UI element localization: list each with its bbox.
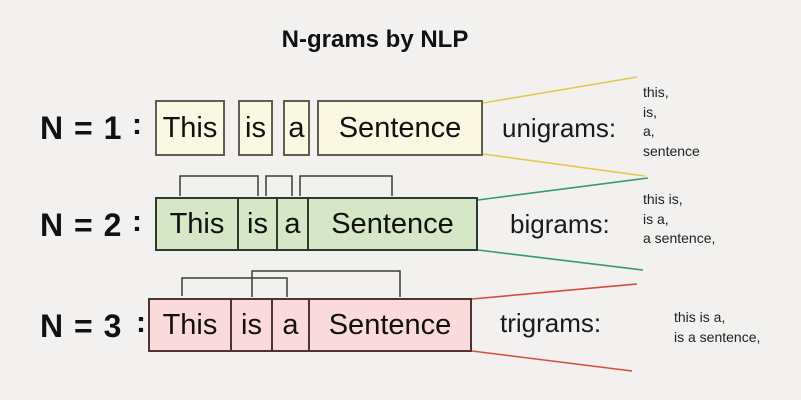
row1-word-a: a [283,100,310,156]
row1-n-label: N = 1 [40,110,123,146]
unigram-output-item: is, [643,103,657,120]
unigram-fan-top-line [482,76,638,104]
bigram-fan-top-line [477,177,649,201]
unigrams-label: unigrams: [502,113,617,143]
bigram-output-item: a sentence, [643,230,716,246]
row2-word-is: is [239,199,278,249]
unigram-output-item: this, [643,84,669,100]
row3-word-sentence: Sentence [328,308,452,341]
trigram-bracket-is-a-sentence [251,270,401,297]
trigram-output-list: this is a, is a sentence, [674,308,760,347]
row2-word-a: a [278,199,309,249]
row3-word-is: is [232,300,273,350]
bigram-output-item: is a, [643,210,669,227]
bigram-fan-bottom-line [477,249,644,271]
unigram-fan-bottom-line [482,153,646,177]
unigram-output-item: sentence [643,142,700,159]
trigram-fan-top-line [471,283,638,300]
row3-colon: : [136,306,146,339]
row1-word-is: is [238,100,273,156]
row2-n-label: N = 2 [40,207,123,243]
trigram-output-item: this is a, [674,309,726,325]
row3-word-strip: This is a Sentence [148,298,472,352]
trigram-bracket-this-is-a [181,277,288,297]
bigram-bracket-this-is [179,175,259,196]
row3-word-this: This [150,300,232,350]
row2-word-this: This [157,199,239,249]
row1-colon: : [132,108,142,141]
row3-n-label: N = 3 [40,308,123,344]
trigram-fan-bottom-line [471,350,633,372]
unigram-output-item: a, [643,123,655,139]
bigram-bracket-is-a [265,175,293,196]
row3-word-a: a [273,300,310,350]
row2-word-strip: This is a Sentence [155,197,478,251]
diagram-title: N-grams by NLP [281,26,469,53]
bigram-bracket-a-sentence [299,175,393,196]
bigram-output-list: this is, is a, a sentence, [643,190,715,249]
bigram-output-item: this is, [643,191,683,207]
row2-word-sentence: Sentence [331,207,454,240]
row2-colon: : [132,205,142,238]
unigram-output-list: this, is, a, sentence [643,83,700,161]
row1-word-this: This [155,100,225,156]
trigrams-label: trigrams: [500,308,602,338]
trigram-output-item: is a sentence, [674,328,761,345]
bigrams-label: bigrams: [510,209,610,239]
row1-word-sentence: Sentence [317,100,483,156]
